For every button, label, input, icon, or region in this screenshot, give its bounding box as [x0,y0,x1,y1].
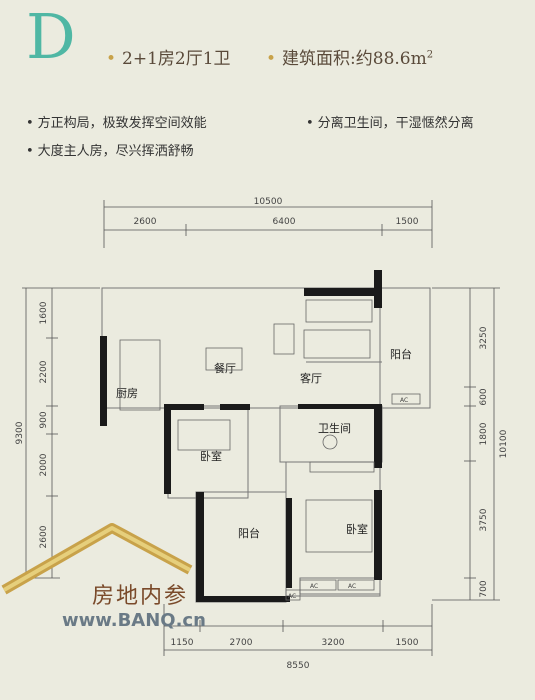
bullet-icon: • [266,49,277,69]
dim-bottom-total: 8550 [287,661,310,671]
toilet [322,434,338,450]
ac-labels: AC AC AC AC [285,393,421,601]
dim-right-1: 3250 [479,326,489,349]
top-dimension-lines [22,200,500,656]
armchair [273,323,295,355]
bullet-icon: • [106,49,117,69]
room-kitchen: 厨房 [116,387,138,400]
dim-top-total: 10500 [254,197,283,207]
ac-label: AC [400,397,408,404]
area-text: 建筑面积:约88.6m [282,49,427,69]
unit-type-letter: D [26,0,76,73]
feature-item: •方正构局，极致发挥空间效能 [26,116,207,131]
dim-bottom-2: 2700 [230,638,253,648]
feature-text: 大度主人房，尽兴挥洒舒畅 [37,144,194,159]
furniture [119,299,375,553]
wash-basin [309,461,375,473]
ac-label: AC [288,593,296,600]
thick-walls [100,270,382,602]
ac-label: AC [348,583,356,590]
dim-bottom-3: 3200 [322,638,345,648]
dim-bottom-4: 1500 [396,638,419,648]
sofa [305,299,373,323]
dim-left-3: 900 [39,411,49,428]
room-labels: 厨房 餐厅 客厅 阳台 卫生间 卧室 阳台 卧室 [116,347,412,540]
dim-left-2: 2200 [39,360,49,383]
room-balcony-top: 阳台 [390,347,412,361]
room-balcony-bottom: 阳台 [238,526,260,540]
feature-item: •分离卫生间，干湿惬然分离 [306,116,474,131]
small-bed [177,419,231,451]
room-dining: 餐厅 [214,361,236,375]
dim-left-1: 1600 [39,301,49,324]
room-bedroom-master: 卧室 [346,522,368,536]
area-label: •建筑面积:约88.6m2 [266,44,433,69]
feature-text: 分离卫生间，干湿惬然分离 [317,116,474,131]
dim-bottom-1: 1150 [171,638,194,648]
master-bed [305,499,373,553]
kitchen-counter [119,339,161,411]
room-bathroom: 卫生间 [318,421,351,435]
dim-top-3: 1500 [396,217,419,227]
dim-right-5: 700 [479,580,489,597]
dimension-labels: 10500 2600 6400 1500 1150 2700 3200 1500… [15,197,509,671]
area-unit-sup: 2 [426,49,434,61]
dim-right-2: 600 [479,388,489,405]
watermark-name: 房地内参 [92,584,189,609]
dim-right-total: 10100 [499,429,509,458]
layout-label: •2+1房2厅1卫 [106,44,231,69]
dim-right-4: 3750 [479,508,489,531]
room-living: 客厅 [300,371,322,385]
watermark-logo [1,523,193,595]
room-bedroom-small: 卧室 [200,449,222,463]
layout-text: 2+1房2厅1卫 [122,49,231,69]
dim-left-4: 2000 [39,453,49,476]
feature-item: •大度主人房，尽兴挥洒舒畅 [26,144,194,159]
dining-table [205,347,243,371]
dim-left-total: 9300 [15,421,25,444]
dim-top-2: 6400 [273,217,296,227]
coffee-table [303,329,371,359]
watermark-url: www.BANQ.cn [62,610,206,631]
ac-label: AC [310,583,318,590]
dim-left-5: 2600 [39,525,49,548]
feature-text: 方正构局，极致发挥空间效能 [37,116,207,131]
dim-top-1: 2600 [134,217,157,227]
dim-right-3: 1800 [479,422,489,445]
